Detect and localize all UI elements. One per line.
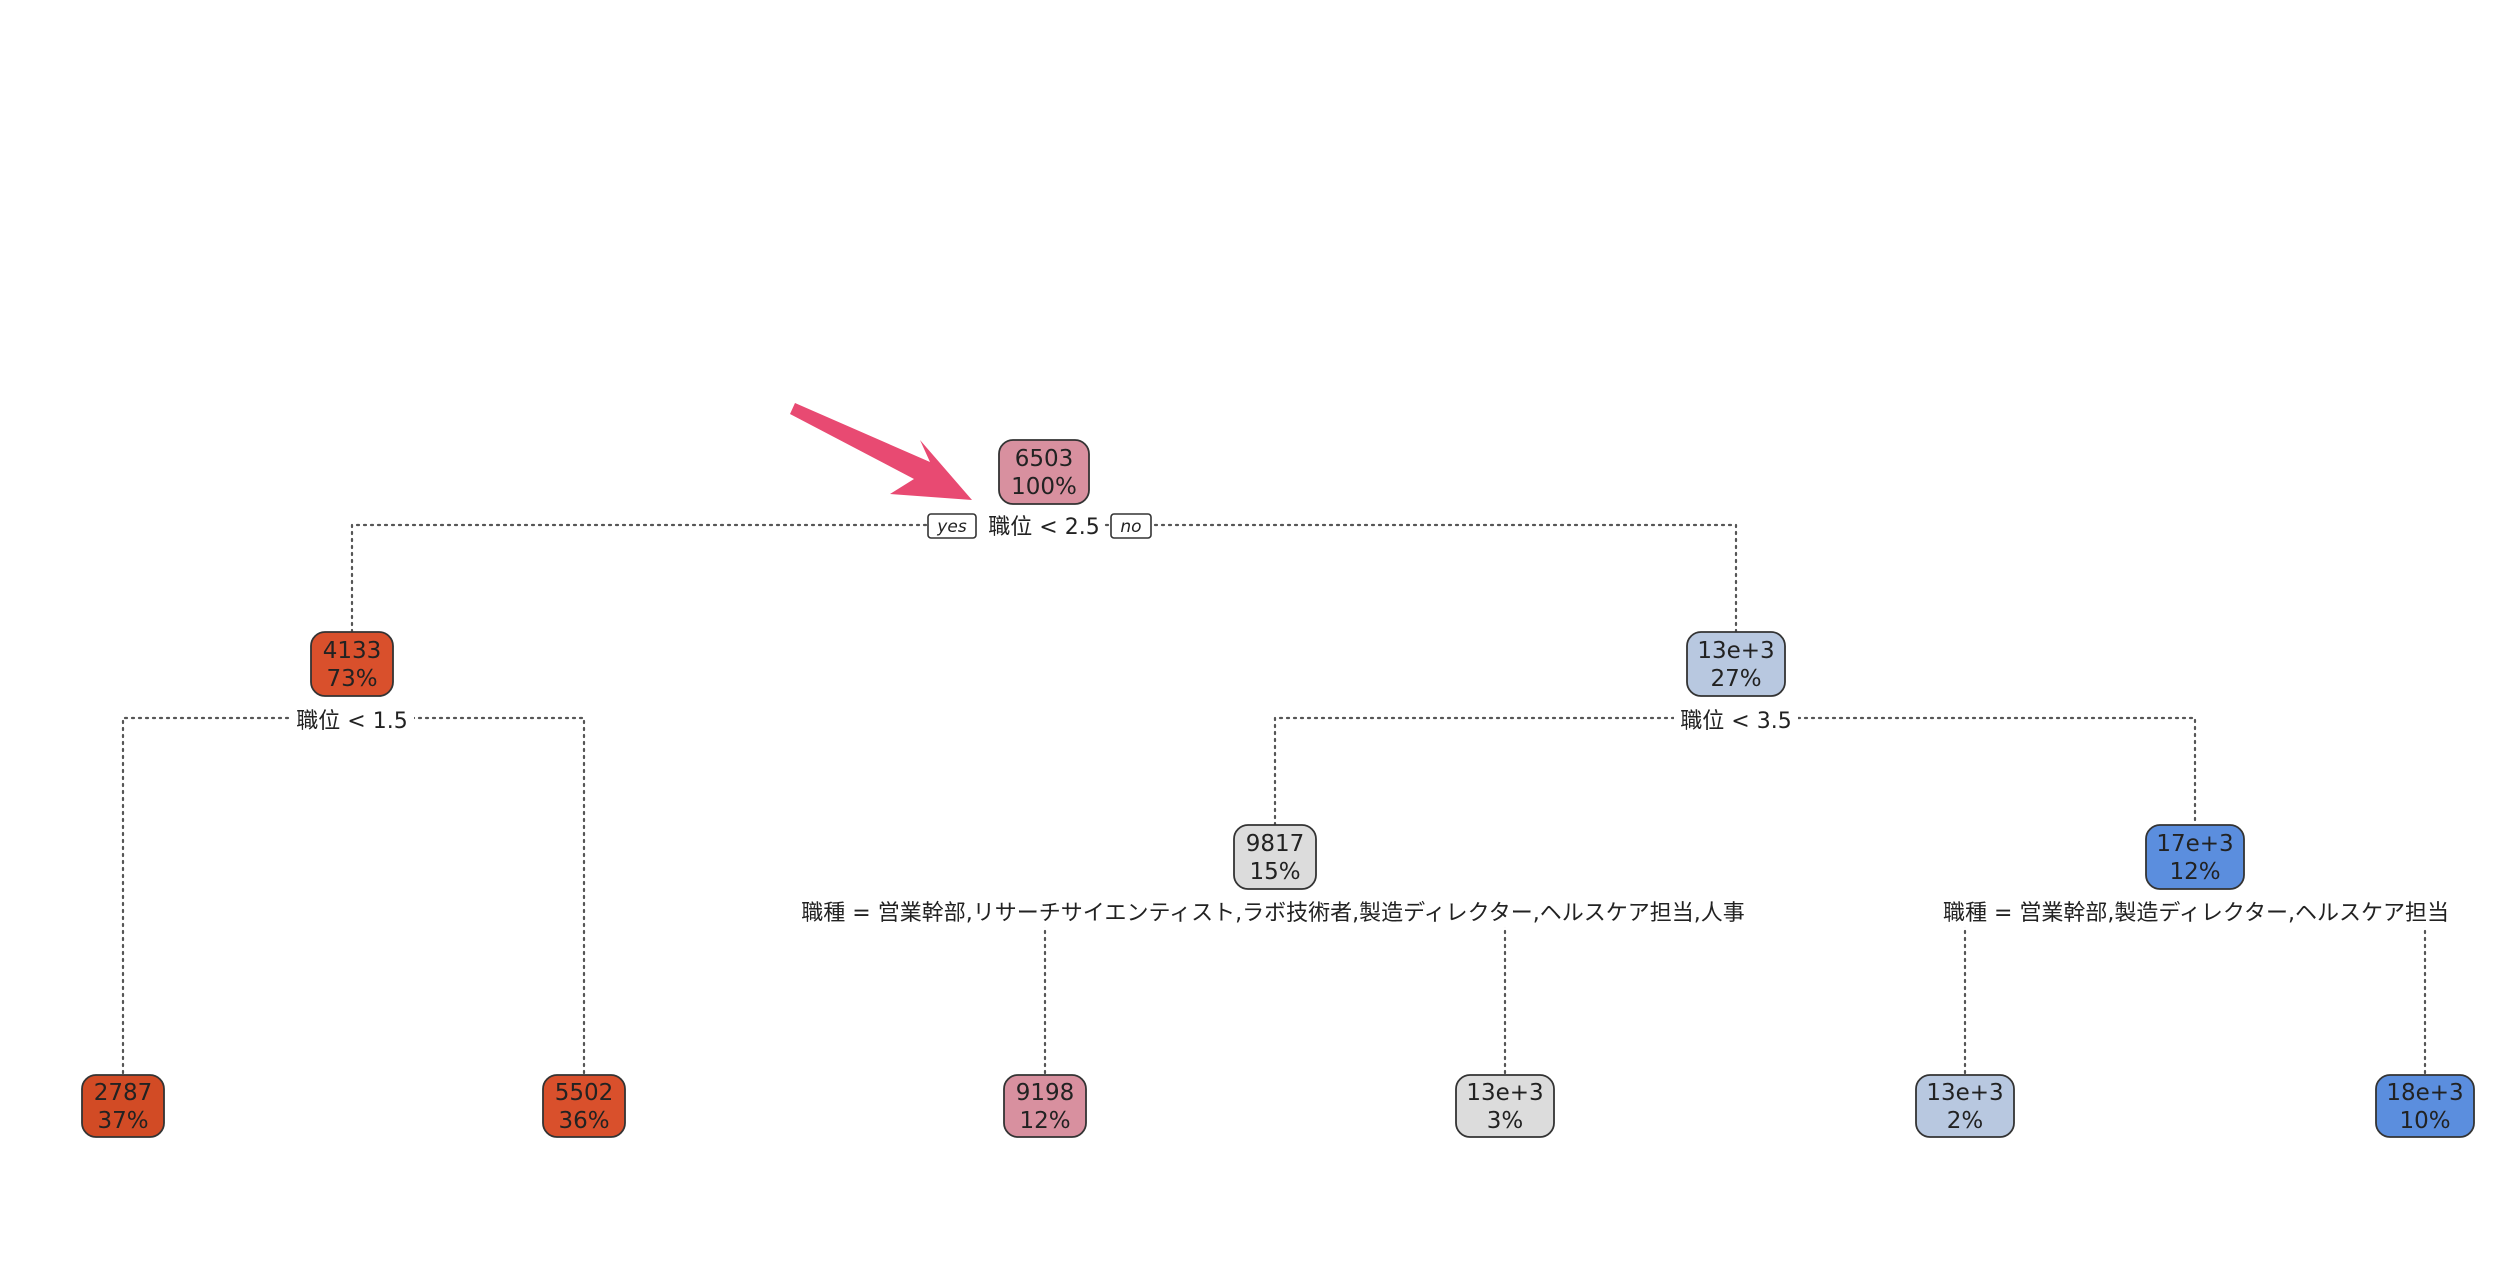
yes-label-text: yes bbox=[936, 517, 967, 537]
tree-edges bbox=[121, 523, 2427, 1082]
svg-text:37%: 37% bbox=[97, 1108, 148, 1134]
split-labels: 職位 < 2.5 職位 < 1.5 職位 < 3.5 職種 = 営業幹部,リサー… bbox=[290, 508, 2464, 927]
tree-nodes: 6503 100% 4133 73% 13e+3 27% 9817 15% 17… bbox=[81, 439, 2475, 1138]
svg-text:9198: 9198 bbox=[1016, 1080, 1075, 1106]
svg-text:12%: 12% bbox=[1019, 1108, 1070, 1134]
branch-yes-label: yes bbox=[927, 513, 977, 539]
leaf-node-6: 18e+3 10% bbox=[2375, 1074, 2475, 1138]
svg-text:6503: 6503 bbox=[1015, 446, 1074, 472]
node-root: 6503 100% bbox=[998, 439, 1090, 505]
svg-text:3%: 3% bbox=[1487, 1108, 1524, 1134]
svg-text:15%: 15% bbox=[1249, 859, 1300, 885]
annotation-arrow bbox=[790, 403, 972, 500]
svg-text:13e+3: 13e+3 bbox=[1466, 1080, 1543, 1106]
svg-text:13e+3: 13e+3 bbox=[1926, 1080, 2003, 1106]
svg-text:18e+3: 18e+3 bbox=[2386, 1080, 2463, 1106]
node-right-right: 17e+3 12% bbox=[2145, 824, 2245, 890]
svg-text:4133: 4133 bbox=[323, 638, 382, 664]
node-right-left: 9817 15% bbox=[1233, 824, 1317, 890]
svg-text:2787: 2787 bbox=[94, 1080, 153, 1106]
edge-right bbox=[1273, 716, 2197, 827]
split-label-left: 職位 < 1.5 bbox=[296, 709, 407, 734]
split-label-right-right: 職種 = 営業幹部,製造ディレクター,ヘルスケア担当 bbox=[1943, 901, 2449, 926]
svg-text:2%: 2% bbox=[1947, 1108, 1984, 1134]
svg-text:17e+3: 17e+3 bbox=[2156, 831, 2233, 857]
leaf-node-4: 13e+3 3% bbox=[1455, 1074, 1555, 1138]
svg-text:12%: 12% bbox=[2169, 859, 2220, 885]
split-label-root: 職位 < 2.5 bbox=[988, 515, 1099, 540]
leaf-node-3: 9198 12% bbox=[1003, 1074, 1087, 1138]
svg-text:13e+3: 13e+3 bbox=[1697, 638, 1774, 664]
leaf-node-1: 2787 37% bbox=[81, 1074, 165, 1138]
svg-text:5502: 5502 bbox=[555, 1080, 614, 1106]
node-left: 4133 73% bbox=[310, 631, 394, 697]
no-label-text: no bbox=[1120, 517, 1141, 537]
leaf-node-5: 13e+3 2% bbox=[1915, 1074, 2015, 1138]
edge-root bbox=[350, 523, 1738, 634]
arrow-icon bbox=[790, 403, 972, 500]
svg-text:73%: 73% bbox=[326, 666, 377, 692]
leaf-node-2: 5502 36% bbox=[542, 1074, 626, 1138]
edge-right-right bbox=[1963, 908, 2427, 1082]
svg-text:27%: 27% bbox=[1710, 666, 1761, 692]
edge-left bbox=[121, 716, 586, 1082]
svg-text:100%: 100% bbox=[1011, 474, 1077, 500]
node-right: 13e+3 27% bbox=[1686, 631, 1786, 697]
split-label-right-left: 職種 = 営業幹部,リサーチサイエンティスト,ラボ技術者,製造ディレクター,ヘル… bbox=[801, 901, 1744, 926]
svg-text:36%: 36% bbox=[558, 1108, 609, 1134]
edge-right-left bbox=[1043, 908, 1507, 1082]
svg-text:9817: 9817 bbox=[1246, 831, 1305, 857]
branch-no-label: no bbox=[1110, 513, 1152, 539]
split-label-right: 職位 < 3.5 bbox=[1680, 709, 1791, 734]
svg-text:10%: 10% bbox=[2399, 1108, 2450, 1134]
